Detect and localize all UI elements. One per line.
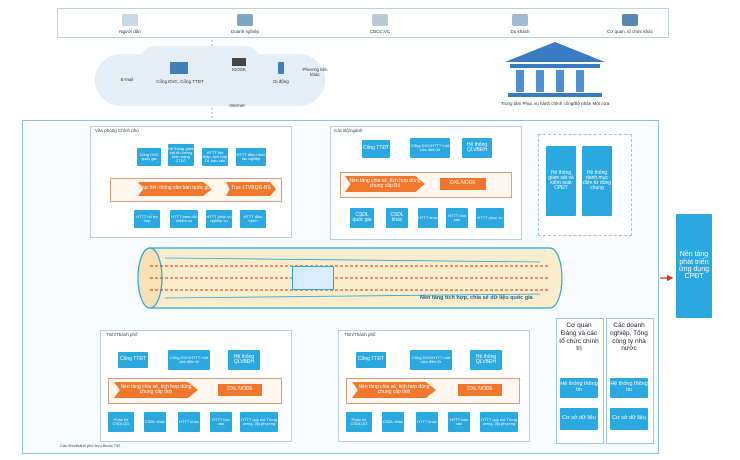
province-bottom-box: CSDL khác <box>144 412 166 432</box>
gov-top-box: Cổng DVC quốc gia <box>137 148 161 166</box>
province-bottom-box: HTTT quy mô Trung ương, địa phương <box>240 412 278 432</box>
actor-officials: CBCC,VC <box>350 14 410 34</box>
ministry-bottom-box: CSDL quốc gia <box>350 208 374 228</box>
party-org-title: Cơ quan Đảng và các tổ chức chính trị <box>559 322 599 353</box>
ministry-hub: Nền tảng chia sẻ, tích hợp dùng chung cấ… <box>345 176 425 192</box>
actor-tourist: Du khách <box>490 14 550 34</box>
gov-top-box: Hệ thống giám sát đo lường hiện trạng CT… <box>168 144 194 166</box>
province-bottom-box: Phân hệ CSDLQG <box>108 412 134 432</box>
gov-hub-right: Trục LTVBQG-BS <box>226 182 276 196</box>
mobile-icon <box>278 62 284 74</box>
bus-hub-box <box>292 266 334 290</box>
province-bottom-box: CSDL khác <box>382 412 404 432</box>
province-top-box: Cổng TTĐT <box>356 352 386 368</box>
central-bus-label: Nền tảng tích hợp, chia sẻ dữ liệu quốc … <box>420 295 533 301</box>
gov-bottom-box: HTTT theo dõi nhiệm vụ <box>170 210 198 228</box>
province-bottom-box: HTTT quy mô Trung ương, địa phương <box>480 412 518 432</box>
gov-office-title: Văn phòng Chính phủ <box>95 128 139 133</box>
computer-icon <box>170 62 188 74</box>
tourist-icon <box>512 14 528 26</box>
province-top-box: Cổng TTĐT <box>118 352 148 368</box>
service-center-label: Trung tâm Phục vụ hành chính công/Bộ phậ… <box>500 101 610 106</box>
province-top-box: Cổng DVC/HTTT một cửa điện tử <box>410 350 452 370</box>
actor-organization: Cơ quan, tổ chức khác <box>600 14 660 34</box>
gov-top-box: HTTT điều hành tác nghiệp <box>236 148 266 166</box>
actor-business: Doanh nghiệp <box>215 14 275 34</box>
state-corp-database: Cơ sở dữ liệu <box>610 408 648 430</box>
province-hub: Nền tảng chia sẻ, tích hợp dùng chung cấ… <box>114 382 198 398</box>
province-bottom-box: Phân hệ CSDLQG <box>346 412 372 432</box>
province-bottom-box: HTTT khác <box>416 412 438 432</box>
province-bottom-box: HTTT khác <box>178 412 200 432</box>
ministry-node: DXL NODE <box>440 178 486 190</box>
province-top-box: Hệ thống QLVBĐH <box>470 350 502 370</box>
catalog-system-box: Hệ thống danh mục điện tử dùng chung <box>582 146 612 216</box>
party-org-database: Cơ sở dữ liệu <box>560 408 598 430</box>
province-hub: Nền tảng chia sẻ, tích hợp dùng chung cấ… <box>352 382 436 398</box>
app-platform-box: Nền tảng phát triển ứng dụng CPĐT <box>676 214 712 318</box>
gov-bottom-box: HTTT điều hành <box>240 210 266 228</box>
internet-label: Internet <box>229 103 245 108</box>
province-title: Tỉnh/Thành phố <box>106 332 138 337</box>
organization-icon <box>622 14 638 26</box>
kiosk-icon <box>232 58 246 66</box>
province-node: DXL NODE <box>218 384 262 396</box>
actors-band <box>57 8 669 38</box>
email-label: E-mail <box>120 77 134 82</box>
mobile-label: Di động <box>273 79 289 84</box>
state-corp-systems: Hệ thống thông tin <box>610 378 648 398</box>
monitoring-system-box: Hệ thống giám sát và kiểm soát CPĐT <box>546 146 576 216</box>
ministry-bottom-box: HTTT báo cáo <box>446 208 468 228</box>
gov-hub-left: Trục liên thông văn bản quốc gia <box>138 182 212 196</box>
actor-label: Doanh nghiệp <box>230 29 260 34</box>
actor-label: Người dân <box>119 29 141 34</box>
gov-bottom-box: HTTT hỗ trợ họp <box>134 210 160 228</box>
ministries-title: Các Bộ/ngành <box>334 128 363 133</box>
kiosk-label: KIOSK <box>232 67 246 72</box>
province-title: Tỉnh/Thành phố <box>344 332 376 337</box>
other-channel-label: Phương tiện khác <box>302 67 328 77</box>
province-top-box: Hệ thống QLVBĐH <box>228 350 260 370</box>
province-bottom-box: HTTT báo cáo <box>210 412 232 432</box>
gov-top-box: HTTT thu thập, tích hợp DL báo cáo <box>202 148 228 166</box>
ministry-bottom-box: CSDL khác <box>386 208 408 228</box>
actor-citizen: Người dân <box>100 14 160 34</box>
actor-label: Cơ quan, tổ chức khác <box>607 29 653 34</box>
ministry-top-box: Cổng DVC/HTTT một cửa điện tử <box>410 138 450 158</box>
state-corp-title: Các doanh nghiệp, Tổng công ty nhà nước <box>610 322 648 353</box>
actor-label: CBCC,VC <box>369 29 391 34</box>
party-org-systems: Hệ thống thông tin <box>560 378 598 398</box>
portal-label: Cổng DVC, Cổng TTĐT <box>156 79 204 84</box>
gov-bottom-box: HTTT phục vụ nghiệp vụ <box>206 210 232 228</box>
province-bottom-box: HTTT báo cáo <box>448 412 470 432</box>
ministry-bottom-box: HTTT phục vụ <box>476 208 504 228</box>
province-top-box: Cổng DVC/HTTT một cửa điện tử <box>168 350 210 370</box>
officials-icon <box>372 14 388 26</box>
ministry-top-box: Cổng TTĐT <box>362 140 390 158</box>
ministry-bottom-box: HTTT khác <box>418 208 438 228</box>
citizen-icon <box>122 14 138 26</box>
ministry-top-box: Hệ thống QLVBĐH <box>462 138 492 158</box>
business-icon <box>237 14 253 26</box>
actor-label: Du khách <box>510 29 530 34</box>
footnote: Các tỉnh/thành phố trực thuộc TW <box>60 443 120 448</box>
province-node: DXL NODE <box>458 384 502 396</box>
